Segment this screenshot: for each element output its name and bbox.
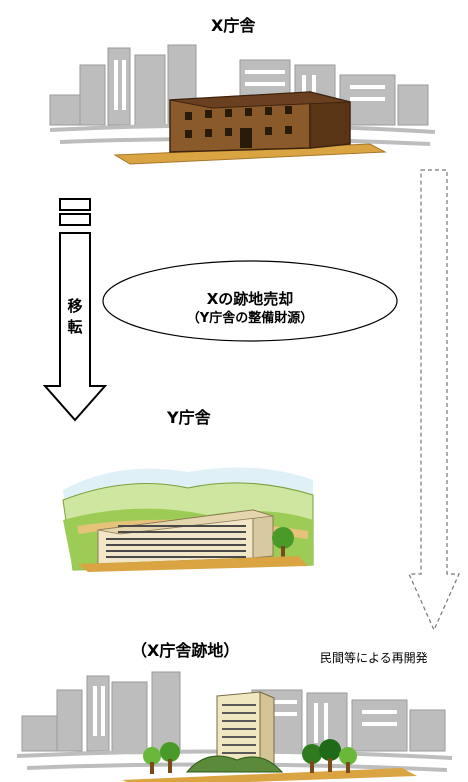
redevelopment-dashed-arrow <box>408 169 460 632</box>
sale-title: Xの跡地売却 <box>206 290 294 308</box>
relocation-label: 移 転 <box>66 296 84 338</box>
private-redevelopment-label: 民間等による再開発 <box>320 651 428 665</box>
x-office-illustration <box>49 44 436 165</box>
relocation-char-2: 転 <box>67 318 83 336</box>
sale-subtitle: （Y庁舎の整備財源） <box>186 311 314 326</box>
x-office-title: X庁舎 <box>211 16 256 35</box>
relocation-arrow <box>42 198 108 422</box>
y-office-illustration <box>62 467 314 572</box>
sale-ellipse <box>102 260 398 342</box>
y-office-title: Y庁舎 <box>167 408 211 427</box>
former-site-illustration <box>16 671 453 782</box>
relocation-char-1: 移 <box>67 297 83 315</box>
former-site-title: （X庁舎跡地） <box>131 641 240 660</box>
